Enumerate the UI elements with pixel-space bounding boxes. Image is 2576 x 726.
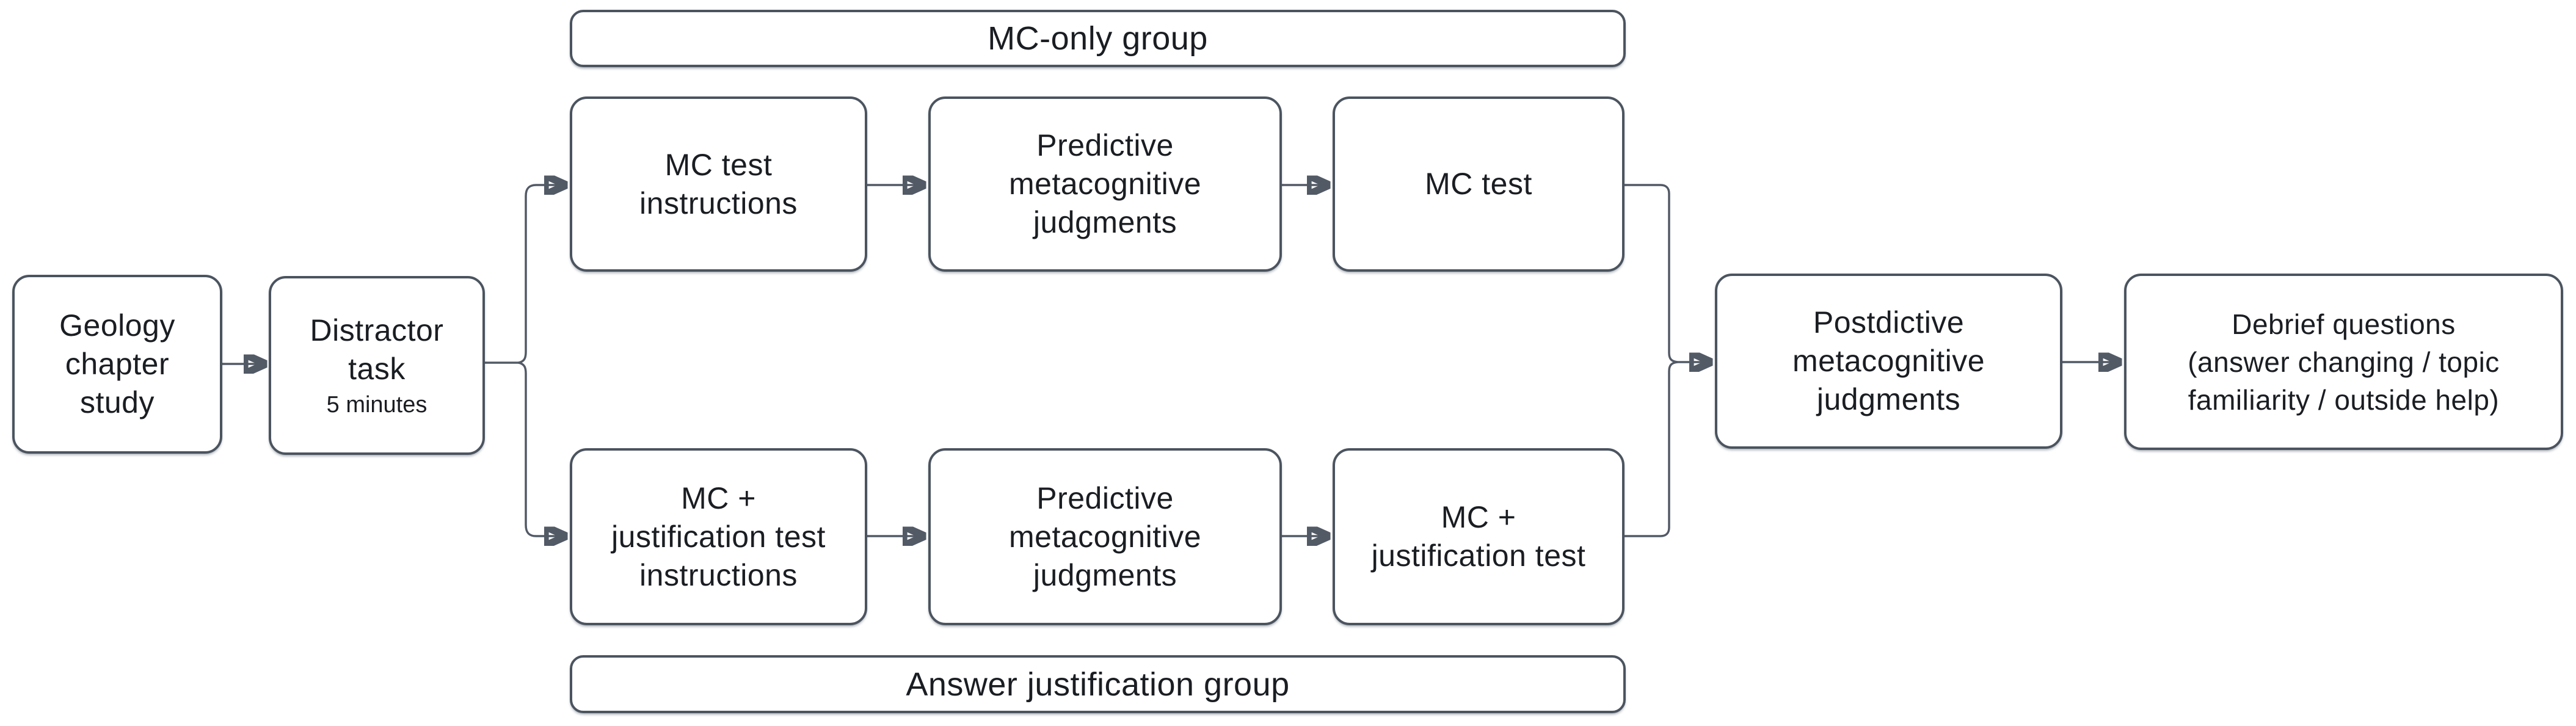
node-mc-justification-test: MC + justification test — [1333, 448, 1625, 625]
node-mc-test: MC test — [1333, 96, 1625, 272]
arrow-fork-to-mc-justification-instructions — [518, 361, 564, 536]
line-mc-test-to-merge — [1625, 184, 1678, 363]
node-debrief-questions: Debrief questions (answer changing / top… — [2124, 274, 2563, 450]
node-predictive-judgments-top: Predictive metacognitive judgments — [928, 96, 1282, 272]
banner-answer-justification-group-label: Answer justification group — [906, 666, 1290, 703]
node-distractor-task-label: Distractor task — [310, 313, 444, 386]
node-predictive-judgments-bottom-label: Predictive metacognitive judgments — [1009, 481, 1201, 592]
node-distractor-task-duration: 5 minutes — [326, 391, 428, 418]
node-postdictive-judgments-label: Postdictive metacognitive judgments — [1792, 305, 1985, 416]
node-mc-justification-test-instructions: MC + justification test instructions — [570, 448, 867, 625]
node-mc-justification-test-instructions-label: MC + justification test instructions — [611, 481, 826, 592]
node-geology-chapter-study: Geology chapter study — [12, 275, 222, 454]
node-mc-justification-test-label: MC + justification test — [1371, 500, 1586, 573]
node-mc-test-instructions-label: MC test instructions — [639, 147, 798, 220]
node-predictive-judgments-bottom: Predictive metacognitive judgments — [928, 448, 1282, 625]
node-debrief-questions-label: Debrief questions (answer changing / top… — [2188, 308, 2500, 416]
banner-mc-only-group: MC-only group — [570, 10, 1626, 67]
node-mc-test-instructions: MC test instructions — [570, 96, 867, 272]
node-predictive-judgments-top-label: Predictive metacognitive judgments — [1009, 128, 1201, 239]
line-mcj-test-to-merge — [1625, 361, 1678, 537]
node-geology-chapter-study-label: Geology chapter study — [59, 308, 175, 419]
node-mc-test-label: MC test — [1425, 167, 1532, 201]
node-postdictive-judgments: Postdictive metacognitive judgments — [1715, 274, 2062, 449]
arrow-fork-to-mc-test-instructions — [518, 185, 564, 364]
node-distractor-task: Distractor task 5 minutes — [269, 276, 485, 455]
banner-mc-only-group-label: MC-only group — [988, 20, 1208, 57]
banner-answer-justification-group: Answer justification group — [570, 655, 1626, 713]
